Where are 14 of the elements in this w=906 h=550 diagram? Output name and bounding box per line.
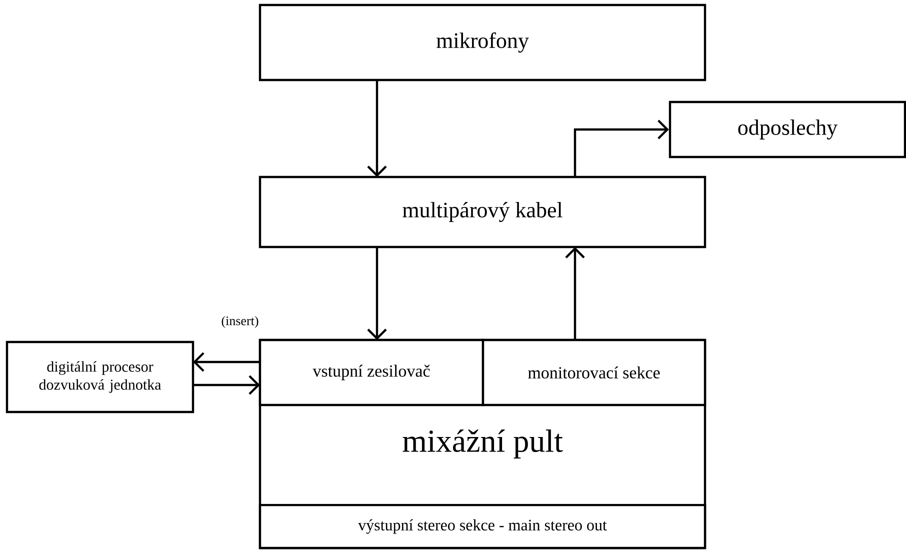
process-box: odposlechy [668,100,906,158]
arrow [367,247,387,340]
section-cell: vstupní zesilovač [258,338,484,406]
process-box: digitální procesor dozvuková jednotka [6,340,194,414]
note-label: (insert) [222,316,258,328]
arrow [367,80,387,177]
section-cell: výstupní stereo sekce - main stereo out [258,504,706,550]
arrow [193,352,260,372]
process-box: mikrofony [258,4,706,82]
arrow [565,247,585,340]
process-box: multipárový kabel [258,176,706,248]
arrow [574,120,669,177]
arrow [193,375,260,395]
section-cell: monitorovací sekce [482,338,706,406]
